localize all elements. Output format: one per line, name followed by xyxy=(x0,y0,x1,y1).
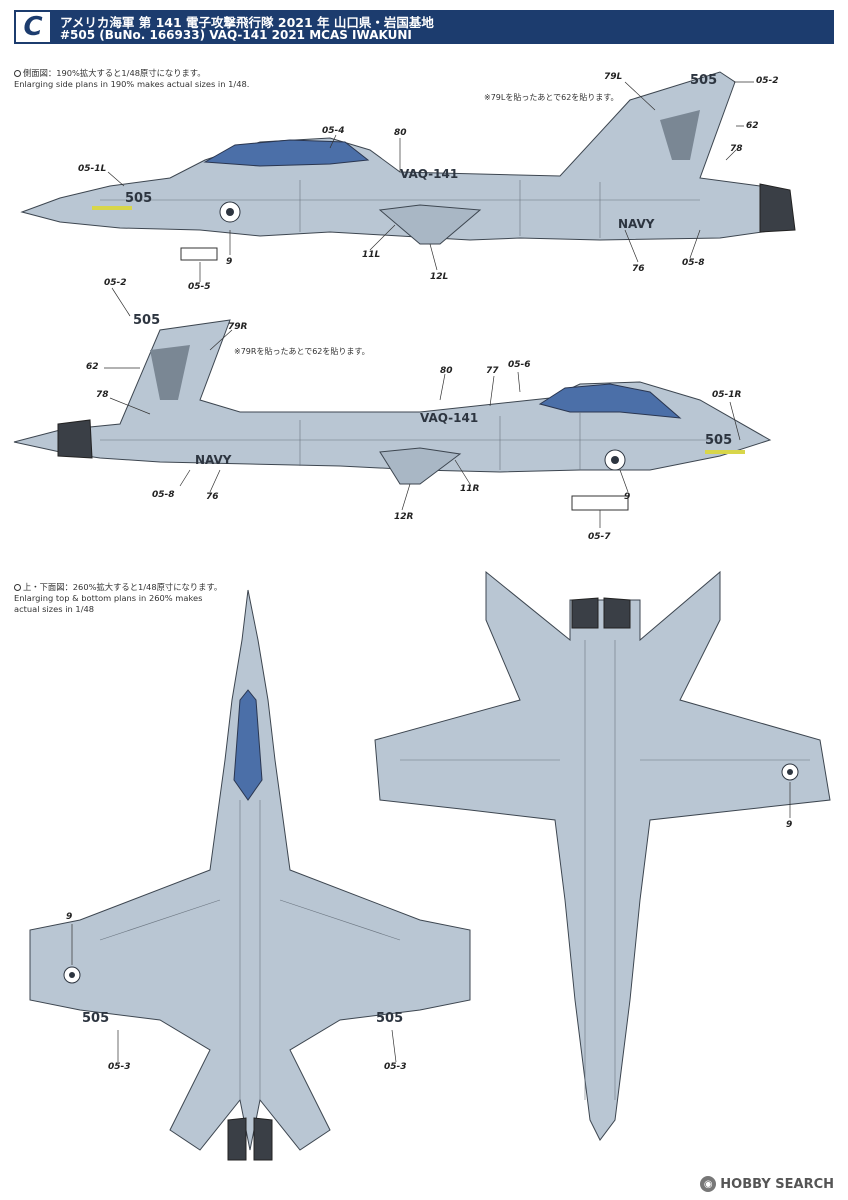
header-title-jp: アメリカ海軍 第 141 電子攻撃飛行隊 2021 年 山口県・岩国基地 xyxy=(60,15,434,30)
callout-12r: 12R xyxy=(394,512,414,522)
callout-62-right: 62 xyxy=(86,362,99,372)
callout-80-right: 80 xyxy=(440,366,453,376)
top-note-en1: Enlarging top & bottom plans in 260% mak… xyxy=(14,593,203,603)
callout-79r: 79R xyxy=(228,322,248,332)
top-plan-view: 505 505 xyxy=(29,589,471,1161)
callout-12l: 12L xyxy=(430,272,449,282)
svg-text:505: 505 xyxy=(82,1011,109,1026)
callout-05-1r: 05-1R xyxy=(712,390,742,400)
side-scale-note: 側面図：190%拡大すると1/48原寸になります。 Enlarging side… xyxy=(14,68,249,90)
right-instruction-note: ※79Rを貼ったあとで62を貼ります。 xyxy=(234,347,370,356)
left-instruction-note: ※79Lを貼ったあとで62を貼ります。 xyxy=(484,93,619,102)
header-title-en: #505 (BuNo. 166933) VAQ-141 2021 MCAS IW… xyxy=(60,28,412,42)
callout-78: 78 xyxy=(730,144,743,154)
svg-text:505: 505 xyxy=(705,433,732,448)
side-note-en: Enlarging side plans in 190% makes actua… xyxy=(14,79,250,89)
footer-brand: HOBBY SEARCH xyxy=(720,1176,834,1192)
callout-05-5: 05-5 xyxy=(188,282,211,292)
svg-text:505: 505 xyxy=(133,313,160,328)
hobby-search-logo-icon: ◉ xyxy=(700,1176,717,1192)
callout-05-2: 05-2 xyxy=(756,76,779,86)
top-note-en2: actual sizes in 1/48 xyxy=(14,604,95,614)
section-badge: C xyxy=(14,10,52,44)
callout-11r: 11R xyxy=(460,484,480,494)
svg-text:VAQ-141: VAQ-141 xyxy=(420,411,478,425)
circle-icon xyxy=(14,584,21,591)
callout-9-bottom: 9 xyxy=(786,820,793,830)
callout-05-2-right: 05-2 xyxy=(104,278,127,288)
svg-text:505: 505 xyxy=(376,1011,403,1026)
callout-05-6: 05-6 xyxy=(508,360,531,370)
callout-9-top: 9 xyxy=(66,912,73,922)
svg-text:505: 505 xyxy=(125,191,152,206)
footer-watermark: ◉ HOBBY SEARCH xyxy=(700,1176,834,1192)
callout-62: 62 xyxy=(746,121,759,131)
right-side-profile: 505 505 VAQ-141 NAVY xyxy=(13,287,772,528)
bottom-plan-view xyxy=(374,570,831,1141)
callout-11l: 11L xyxy=(362,250,381,260)
callout-78-right: 78 xyxy=(96,390,109,400)
callout-05-3-right: 05-3 xyxy=(384,1062,407,1072)
svg-text:NAVY: NAVY xyxy=(618,217,655,231)
callout-05-8: 05-8 xyxy=(682,258,705,268)
left-side-profile: 505 505 VAQ-141 NAVY xyxy=(20,71,796,282)
callout-05-4: 05-4 xyxy=(322,126,345,136)
callout-05-3-left: 05-3 xyxy=(108,1062,131,1072)
header-banner: C アメリカ海軍 第 141 電子攻撃飛行隊 2021 年 山口県・岩国基地 #… xyxy=(14,10,834,44)
callout-79l: 79L xyxy=(604,72,623,82)
callout-05-8-right: 05-8 xyxy=(152,490,175,500)
svg-text:NAVY: NAVY xyxy=(195,453,232,467)
top-scale-note: 上・下面図：260%拡大すると1/48原寸になります。 Enlarging to… xyxy=(14,582,222,615)
callout-76: 76 xyxy=(632,264,645,274)
side-note-jp: 側面図：190%拡大すると1/48原寸になります。 xyxy=(23,68,206,78)
callout-77: 77 xyxy=(486,366,499,376)
callout-05-1l: 05-1L xyxy=(78,164,107,174)
callout-9-right: 9 xyxy=(624,492,631,502)
top-note-jp: 上・下面図：260%拡大すると1/48原寸になります。 xyxy=(23,582,223,592)
callout-9: 9 xyxy=(226,257,233,267)
callout-05-7: 05-7 xyxy=(588,532,611,542)
callout-80: 80 xyxy=(394,128,407,138)
svg-text:505: 505 xyxy=(690,73,717,88)
circle-icon xyxy=(14,70,21,77)
svg-text:VAQ-141: VAQ-141 xyxy=(400,167,458,181)
callout-76-right: 76 xyxy=(206,492,219,502)
